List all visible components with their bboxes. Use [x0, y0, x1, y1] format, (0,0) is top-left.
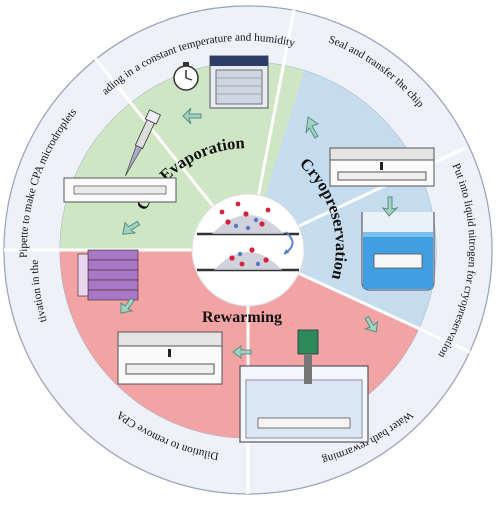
center-disc: [191, 193, 305, 307]
water-bath-icon: [239, 329, 369, 443]
rewarming-stage-label: Rewarming: [202, 309, 282, 326]
culture-flask-icon: [77, 249, 139, 301]
pipette-icon: [125, 109, 161, 177]
chip-icon: [117, 331, 223, 385]
chip-icon: [63, 177, 177, 203]
droplet-illustration: [197, 201, 299, 272]
beaker-icon: [361, 212, 435, 291]
stopwatch-icon: [173, 62, 199, 91]
chip-icon: [329, 147, 435, 187]
process-arrows: [120, 107, 399, 359]
incubator-icon: [209, 55, 269, 109]
